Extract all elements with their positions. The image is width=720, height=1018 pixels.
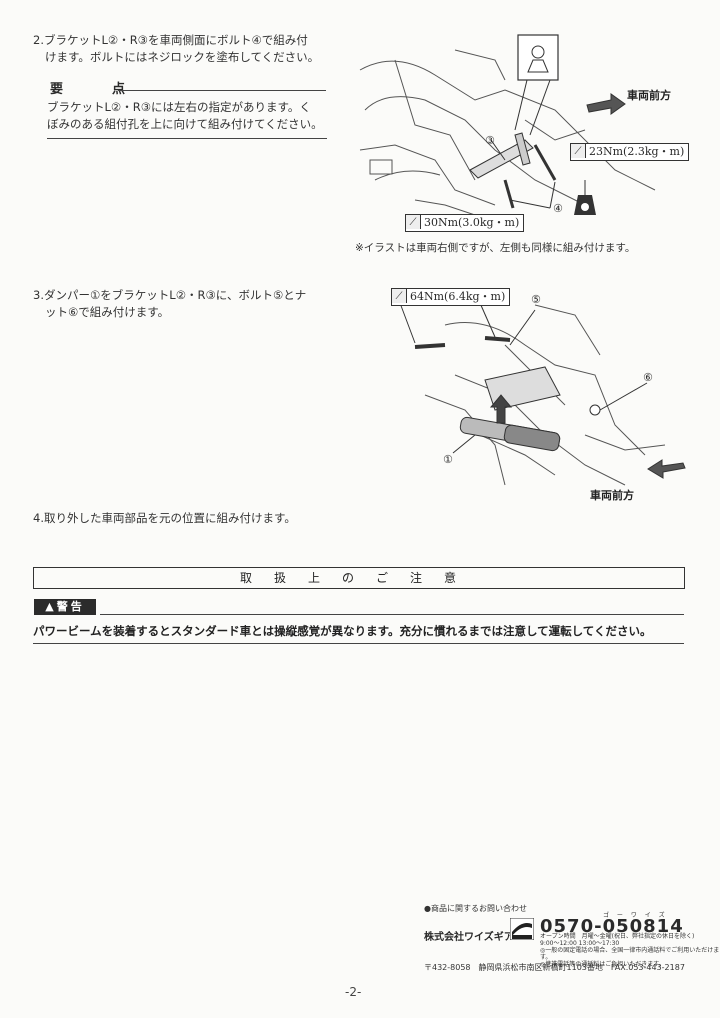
- callout-4: ④: [553, 202, 563, 215]
- torque-spec-c: ⟋64Nm(6.4kg・m): [391, 288, 511, 306]
- torque-spec-b-value: 30Nm(3.0kg・m): [424, 216, 520, 229]
- point-line2: ぼみのある組付孔を上に向けて組み付けてください。: [47, 117, 323, 131]
- callout-6: ⑥: [643, 371, 653, 384]
- torque-spec-c-value: 64Nm(6.4kg・m): [410, 290, 506, 303]
- figure-2: ⟋64Nm(6.4kg・m) ⑤ ⑥ ① 車両前方: [385, 285, 695, 505]
- torque-spec-b: ⟋30Nm(3.0kg・m): [405, 214, 525, 232]
- figure-1: ③ ④ 車両前方 ⟋23Nm(2.3kg・m) ⟋30Nm(3.0kg・m): [355, 30, 695, 235]
- warning-text: パワービームを装着するとスタンダード車とは操縦感覚が異なります。充分に慣れるまで…: [33, 624, 652, 638]
- step-4: 4.取り外した車両部品を元の位置に組み付けます。: [33, 511, 296, 525]
- step-3-line2: ット⑥で組み付けます。: [45, 305, 170, 319]
- warning-bottom-rule: [33, 643, 684, 644]
- step-2: 2.ブラケットL②・R③を車両側面にボルト④で組み付 けます。ボルトにはネジロッ…: [33, 32, 319, 66]
- point-bottom-rule: [47, 138, 327, 139]
- page-number: -2-: [345, 985, 362, 999]
- callout-3: ③: [485, 134, 495, 147]
- caution-heading: 取扱上のご注意: [33, 567, 685, 589]
- bracket-illustration: [359, 34, 656, 216]
- wrench-icon: ⟋: [392, 289, 407, 303]
- notice-line1: ◎一般の固定電話の場合、全国一律市内通話料でご利用いただけます。: [540, 947, 720, 961]
- step-2-line1: 2.ブラケットL②・R③を車両側面にボルト④で組み付: [33, 33, 308, 47]
- step-2-line2: けます。ボルトにはネジロックを塗布してください。: [45, 50, 320, 64]
- point-line1: ブラケットL②・R③には左右の指定があります。く: [47, 100, 311, 114]
- inquiry-label: ●商品に関するお問い合わせ: [424, 904, 527, 913]
- callout-5: ⑤: [531, 293, 541, 306]
- notice-line2: ◎携帯電話等の通話料はご負担いただきます。: [540, 961, 665, 968]
- point-title-rule: [118, 90, 326, 91]
- step-3: 3.ダンパー①をブラケットL②・R③に、ボルト⑤とナ ット⑥で組み付けます。: [33, 287, 306, 321]
- warning-rule: [100, 614, 684, 615]
- company-address: 〒432-8058 静岡県浜松市南区新橋町1103番地 FAX.053-443-…: [424, 963, 685, 972]
- torque-spec-a-value: 23Nm(2.3kg・m): [589, 145, 685, 158]
- figure-1-note: ※イラストは車両右側ですが、左側も同様に組み付けます。: [355, 242, 636, 254]
- front-label-2: 車両前方: [590, 489, 634, 502]
- contact-details: オープン時間 月曜～金曜(祝日、弊社指定の休日を除く) 9:00～12:00 1…: [540, 933, 720, 968]
- wrench-icon: ⟋: [406, 215, 421, 229]
- point-body: ブラケットL②・R③には左右の指定があります。く ぼみのある組付孔を上に向けて組…: [47, 99, 323, 133]
- phone-ruby: ゴ ー ワ イ ズ: [603, 912, 668, 919]
- wrench-icon: ⟋: [571, 144, 586, 158]
- step-3-line1: 3.ダンパー①をブラケットL②・R③に、ボルト⑤とナ: [33, 288, 307, 302]
- warning-label: 警告: [56, 600, 85, 613]
- hours-line1: オープン時間 月曜～金曜(祝日、弊社指定の休日を除く): [540, 933, 695, 940]
- warning-triangle-icon: ▲: [45, 600, 57, 613]
- damper-illustration: [399, 302, 686, 486]
- callout-1: ①: [443, 453, 453, 466]
- torque-spec-a: ⟋23Nm(2.3kg・m): [570, 143, 690, 161]
- front-label-1: 車両前方: [627, 89, 671, 102]
- navi-dial-logo: [509, 917, 535, 941]
- company-name: 株式会社ワイズギア: [424, 932, 514, 943]
- warning-badge: ▲警告: [34, 599, 96, 615]
- phone-number: 0570-050814: [540, 916, 684, 937]
- hours-line2: 9:00～12:00 13:00～17:30: [540, 940, 620, 947]
- point-title: 要 点: [50, 82, 144, 97]
